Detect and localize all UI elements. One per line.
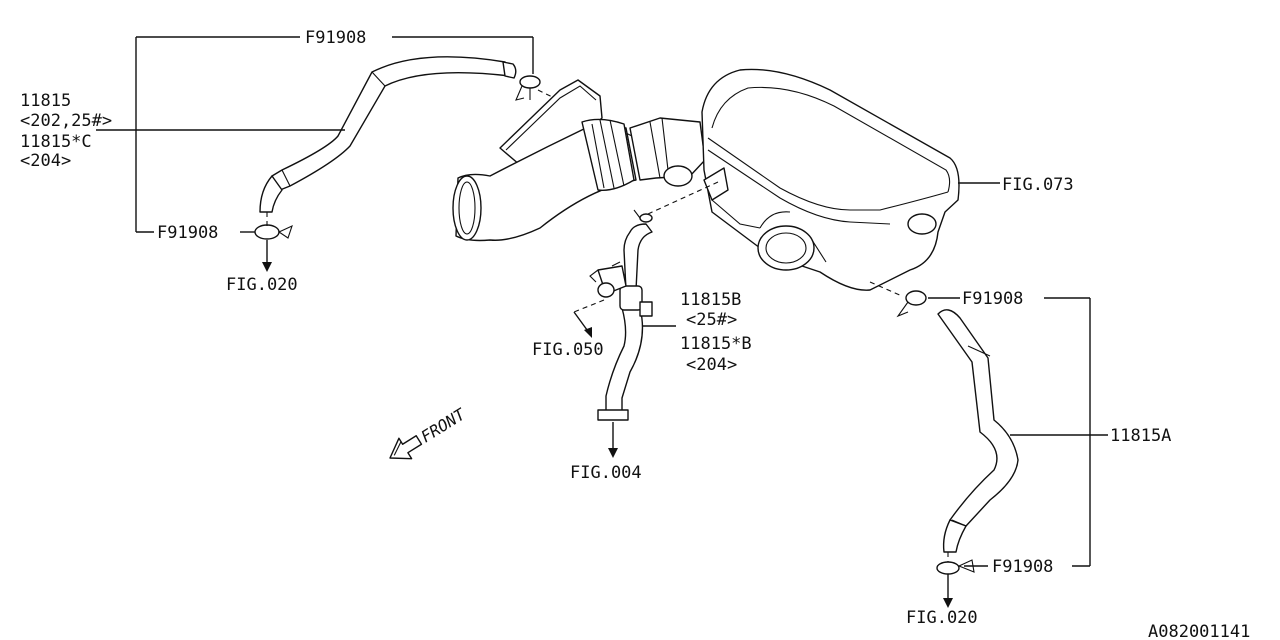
label-hose-right-pn: 11815A — [1110, 426, 1171, 446]
label-fig-left: FIG.020 — [226, 275, 298, 295]
arrow-center-head — [608, 448, 618, 458]
label-fig-right: FIG.020 — [906, 608, 978, 628]
diagram-id: A082001141 — [1148, 622, 1250, 640]
label-hose-center-alt-pn: 11815*B — [680, 334, 752, 354]
intake-duct — [452, 79, 706, 242]
label-clamp-top: F91908 — [305, 28, 366, 48]
label-clamp-right-top: F91908 — [962, 289, 1023, 309]
clamp-top-icon — [515, 75, 541, 101]
label-hose-center-pn: 11815B — [680, 290, 741, 310]
hose-right — [937, 309, 1019, 553]
label-hose-left-alt-pn: 11815*C — [20, 132, 92, 152]
clamp-right-bottom-icon — [936, 559, 975, 575]
dash-case-to-right-clamp — [869, 281, 903, 297]
leader-right — [928, 297, 1108, 567]
label-fig-center-bottom: FIG.004 — [570, 463, 642, 483]
label-fig-center-valve: FIG.050 — [532, 340, 604, 360]
front-label: FRONT — [417, 404, 469, 446]
hose-left — [259, 56, 517, 213]
dash-case-to-center-clamp — [647, 181, 719, 215]
label-hose-left-pn: 11815 — [20, 91, 71, 111]
front-arrow-icon: FRONT — [389, 404, 470, 460]
hose-center — [597, 223, 653, 421]
label-clamp-right-bottom: F91908 — [992, 557, 1053, 577]
center-clamp-top-icon — [633, 209, 653, 223]
arrow-left-head — [262, 262, 272, 272]
clamp-right-top-icon — [896, 290, 927, 318]
leader-left — [96, 36, 534, 233]
label-hose-center-note: <25#> — [686, 310, 737, 330]
label-hose-left-note: <202,25#> — [20, 111, 112, 131]
label-hose-center-alt-note: <204> — [686, 355, 737, 375]
pcv-valve-icon — [589, 261, 627, 298]
label-fig-air-cleaner: FIG.073 — [1002, 175, 1074, 195]
arrow-right-head — [943, 598, 953, 608]
label-hose-left-alt-note: <204> — [20, 151, 71, 171]
fig050-arrows — [573, 299, 605, 338]
air-cleaner-case — [701, 68, 960, 291]
clamp-left-icon — [254, 224, 293, 240]
label-clamp-left: F91908 — [157, 223, 218, 243]
